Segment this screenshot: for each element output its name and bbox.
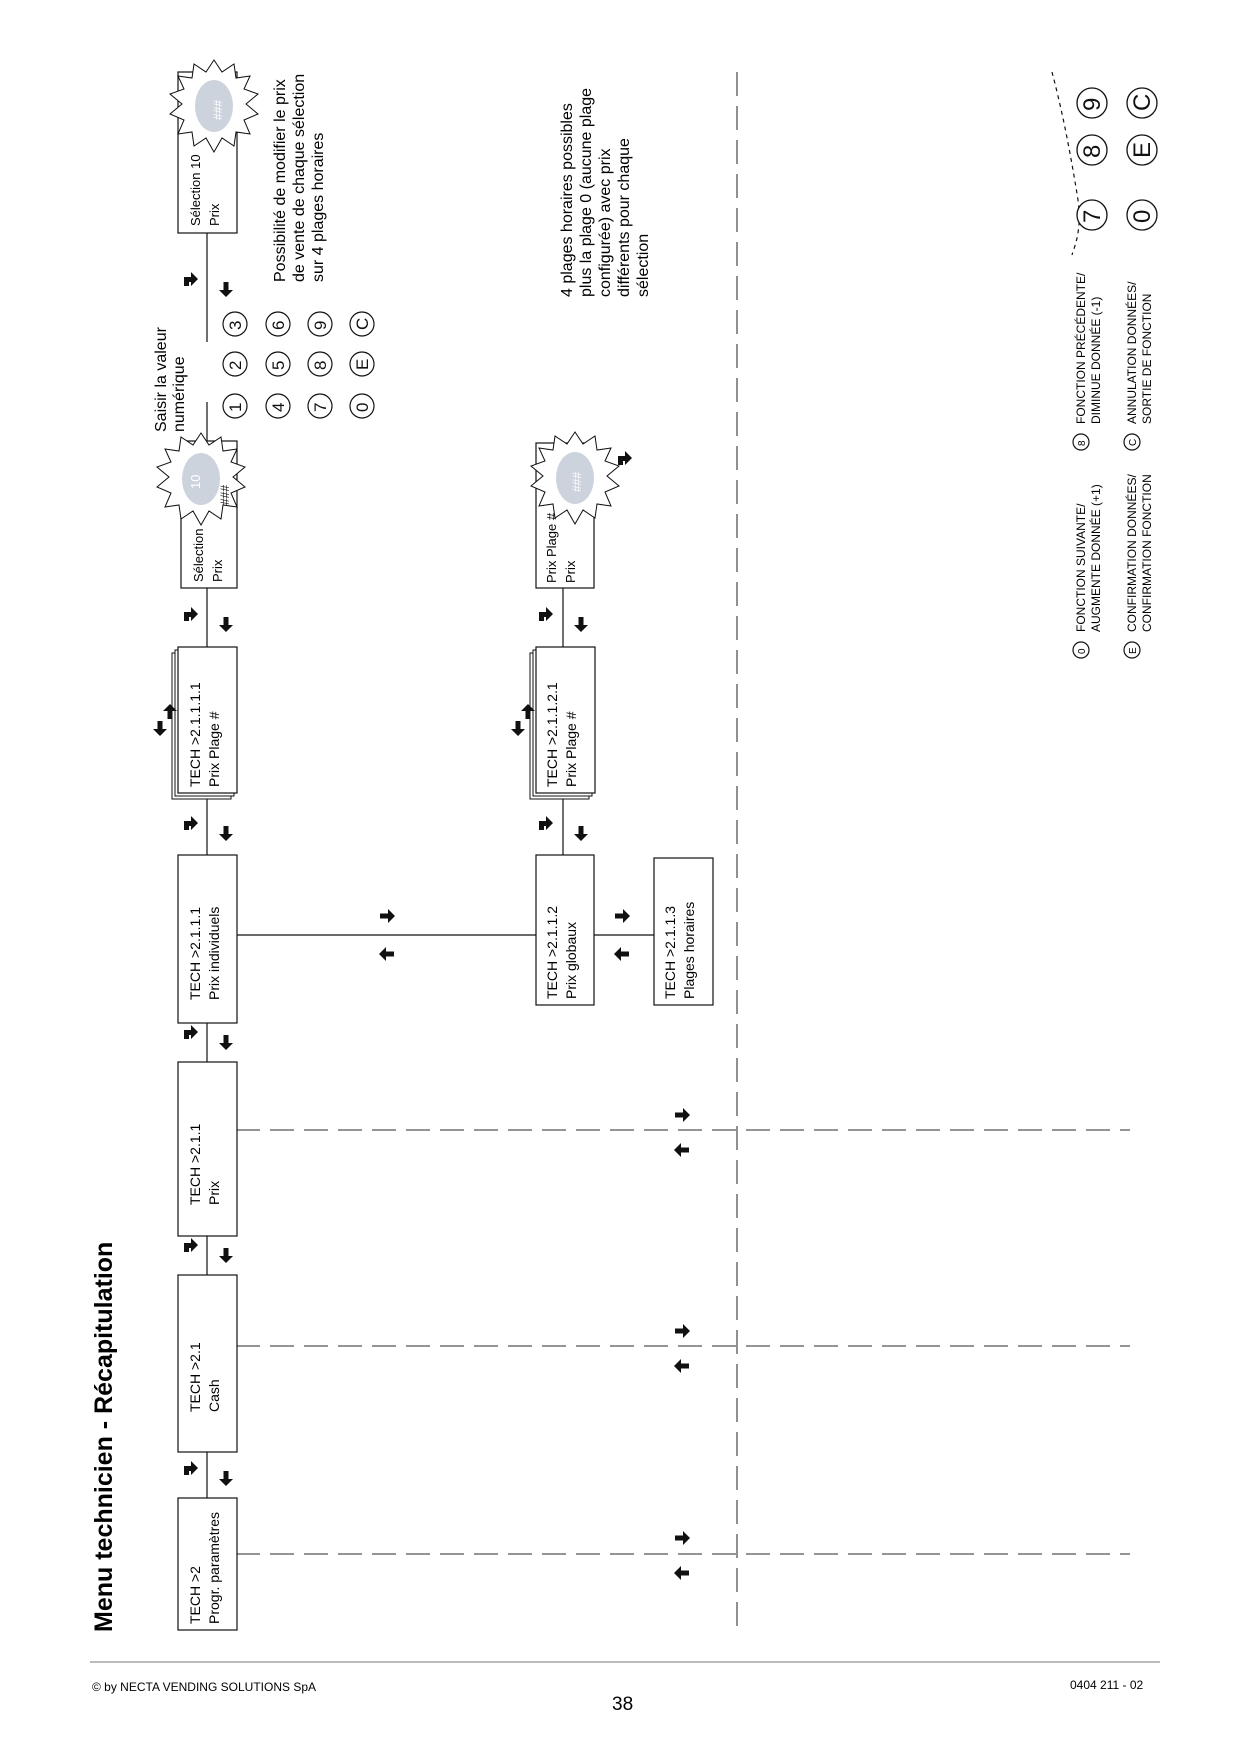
box-sublabel: Cash (206, 1379, 222, 1412)
page-number: 38 (612, 1694, 633, 1715)
box-sublabel: Prix Plage # (206, 711, 222, 787)
legend-item-cancel: C ANNULATION DONNÉES/ SORTIE DE FONCTION (1123, 281, 1154, 451)
key-9: 9 (311, 321, 330, 330)
burst-value: ### (570, 472, 584, 492)
box-tech21: TECH >2.1 Cash (177, 1274, 238, 1453)
box-tech211: TECH >2.1.1 Prix (177, 1061, 238, 1237)
box-tech2113: TECH >2.1.1.3 Plages horaires (653, 857, 714, 1006)
box-label: Prix Plage # (544, 512, 559, 583)
legend-keys-large: 7 8 9 0 E C (1051, 71, 1158, 256)
box-label: TECH >2.1 (187, 1342, 203, 1412)
page-title: Menu technicien - Récapitulation (90, 1242, 118, 1632)
key-7: 7 (311, 403, 330, 412)
note-plages: 4 plages horaires possibles plus la plag… (559, 88, 652, 297)
svg-text:CONFIRMATION DONNÉES/: CONFIRMATION DONNÉES/ (1124, 474, 1139, 632)
legend-item-next: 0 FONCTION SUIVANTE/ AUGMENTE DONNÉE (+1… (1072, 484, 1103, 659)
svg-text:FONCTION PRÉCÉDENTE/: FONCTION PRÉCÉDENTE/ (1073, 272, 1088, 424)
box-tech21121: TECH >2.1.1.2.1 Prix Plage # (529, 646, 596, 800)
key-8: 8 (311, 361, 330, 370)
burst-selection-10: ### (169, 59, 259, 153)
key-1: 1 (226, 403, 245, 412)
svg-text:Saisir la valeur: Saisir la valeur (153, 326, 170, 432)
svg-text:numérique: numérique (171, 356, 188, 432)
key-5: 5 (269, 361, 288, 370)
box-sublabel: Progr. paramètres (206, 1512, 222, 1624)
box-label: TECH >2.1.1.3 (662, 906, 678, 999)
svg-text:0: 0 (1077, 648, 1088, 654)
key-3: 3 (226, 321, 245, 330)
svg-text:C: C (1128, 439, 1139, 446)
svg-text:FONCTION SUIVANTE/: FONCTION SUIVANTE/ (1074, 503, 1088, 632)
legend: 0 FONCTION SUIVANTE/ AUGMENTE DONNÉE (+1… (1072, 272, 1154, 659)
box-label: TECH >2.1.1 (187, 1123, 203, 1205)
burst-prix-plage: ### (530, 431, 620, 525)
box-sublabel: Prix Plage # (563, 711, 579, 787)
key-8-large: 8 (1079, 145, 1106, 158)
key-e-large: E (1129, 142, 1156, 158)
svg-text:AUGMENTE DONNÉE (+1): AUGMENTE DONNÉE (+1) (1088, 484, 1103, 632)
keypad: 1 2 3 4 5 6 7 8 9 0 E C (222, 311, 375, 419)
box-label: TECH >2 (187, 1566, 203, 1624)
box-sublabel: Prix (563, 560, 578, 583)
box-tech2112: TECH >2.1.1.2 Prix globaux (535, 854, 595, 1006)
box-label: Sélection (191, 529, 206, 582)
svg-text:CONFIRMATION FONCTION: CONFIRMATION FONCTION (1140, 474, 1154, 632)
key-2: 2 (226, 361, 245, 370)
footer-copyright: © by NECTA VENDING SOLUTIONS SpA (92, 1680, 316, 1694)
svg-text:4 plages horaires possibles: 4 plages horaires possibles (559, 103, 576, 297)
svg-text:SORTIE DE FONCTION: SORTIE DE FONCTION (1140, 294, 1154, 424)
svg-text:ANNULATION DONNÉES/: ANNULATION DONNÉES/ (1124, 281, 1139, 424)
key-c: C (353, 318, 372, 330)
key-4: 4 (269, 403, 288, 412)
burst-value: ### (211, 100, 225, 120)
note-possibilite: Possibilité de modifier le prix de vente… (272, 74, 327, 282)
svg-text:de vente de chaque sélection: de vente de chaque sélection (291, 74, 308, 282)
box-label: TECH >2.1.1.2 (544, 906, 560, 999)
burst-value: ### (218, 485, 232, 505)
key-0: 0 (353, 403, 372, 412)
burst-value: 10 (188, 475, 203, 489)
box-sublabel: Prix (210, 559, 225, 582)
svg-text:sur 4 plages horaires: sur 4 plages horaires (310, 133, 327, 282)
legend-item-prev: 8 FONCTION PRÉCÉDENTE/ DIMINUE DONNÉE (-… (1072, 272, 1103, 451)
box-tech2: TECH >2 Progr. paramètres (177, 1497, 238, 1631)
key-c-large: C (1129, 94, 1156, 111)
box-sublabel: Prix globaux (563, 922, 579, 999)
box-sublabel: Prix (206, 1181, 222, 1205)
doc-code: 0404 211 - 02 (1070, 1678, 1143, 1692)
svg-text:configurée) avec prix: configurée) avec prix (597, 148, 614, 297)
key-0-large: 0 (1129, 210, 1156, 223)
svg-text:différents pour chaque: différents pour chaque (616, 138, 633, 297)
legend-item-confirm: E CONFIRMATION DONNÉES/ CONFIRMATION FON… (1123, 474, 1154, 659)
box-label: TECH >2.1.1.1 (187, 907, 203, 1000)
key-9-large: 9 (1079, 98, 1106, 111)
burst-selection: 10 ### (156, 432, 246, 526)
box-label: Sélection 10 (188, 154, 203, 226)
svg-text:8: 8 (1077, 440, 1088, 446)
box-sublabel: Prix individuels (206, 907, 222, 1000)
key-7-large: 7 (1079, 210, 1106, 223)
svg-text:plus la plage 0 (aucune plage: plus la plage 0 (aucune plage (578, 88, 595, 297)
box-sublabel: Plages horaires (681, 902, 697, 999)
dashed-guides (236, 72, 1130, 1630)
note-saisir: Saisir la valeur numérique (153, 326, 188, 432)
svg-text:Possibilité de modifier le pri: Possibilité de modifier le prix (272, 79, 289, 282)
connectors (206, 233, 654, 1498)
box-label: TECH >2.1.1.2.1 (544, 682, 560, 787)
svg-text:DIMINUE DONNÉE (-1): DIMINUE DONNÉE (-1) (1088, 297, 1103, 424)
svg-text:sélection: sélection (635, 234, 652, 297)
box-tech21111: TECH >2.1.1.1.1 Prix Plage # (171, 646, 238, 800)
box-sublabel: Prix (207, 203, 222, 226)
box-label: TECH >2.1.1.1.1 (187, 682, 203, 787)
key-e: E (353, 359, 372, 370)
svg-text:E: E (1128, 647, 1139, 654)
key-6: 6 (269, 321, 288, 330)
box-tech2111: TECH >2.1.1.1 Prix individuels (177, 854, 238, 1024)
